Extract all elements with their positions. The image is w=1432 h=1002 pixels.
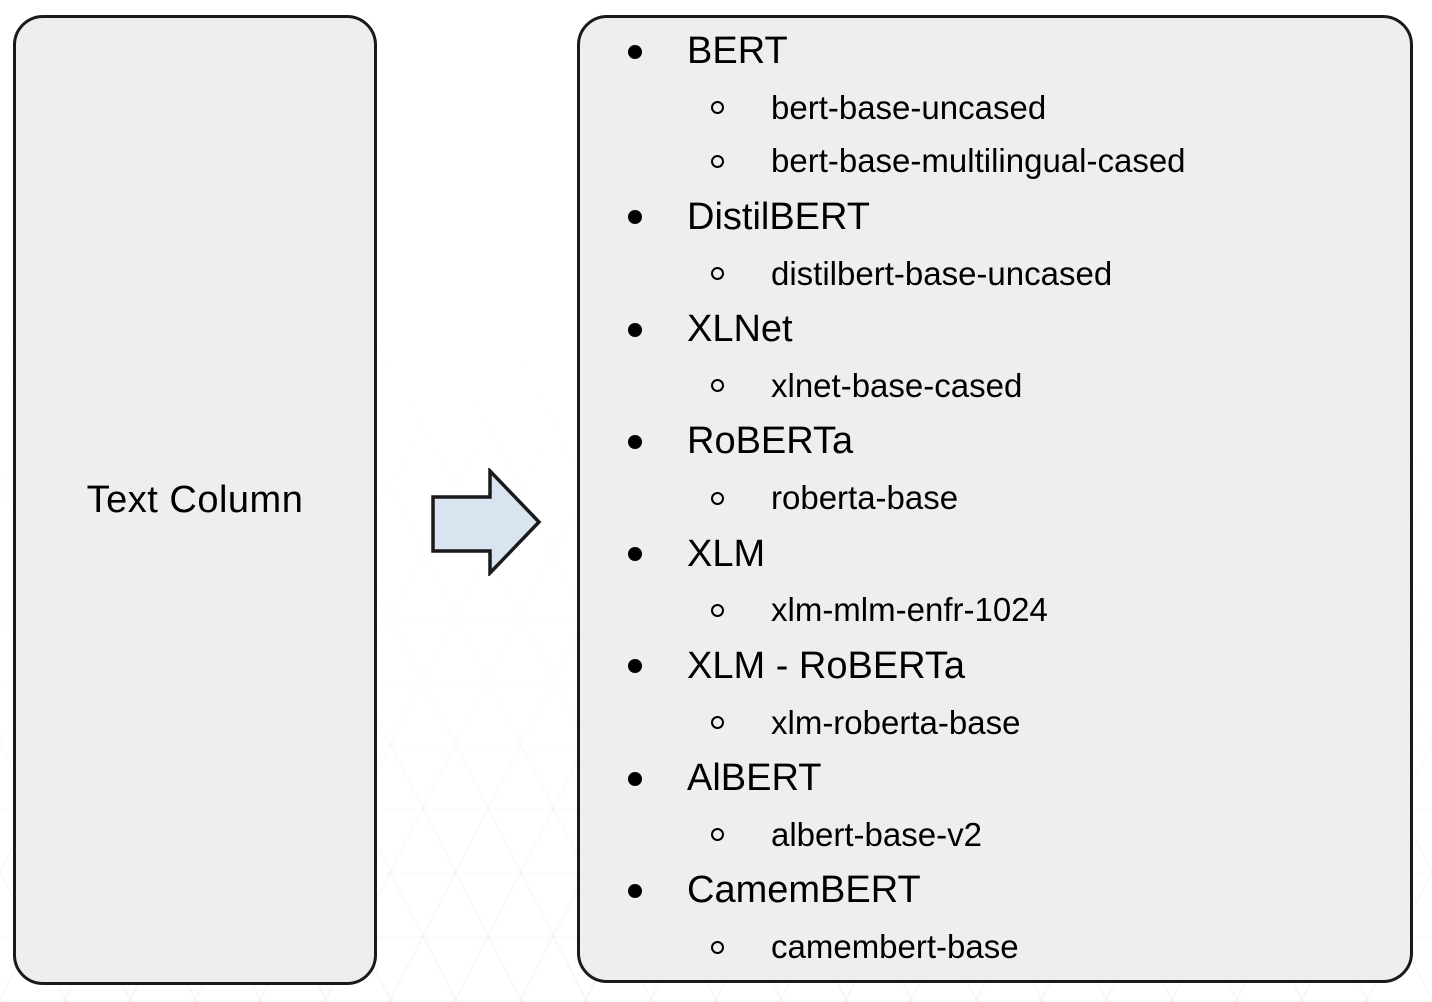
filled-bullet-icon (628, 44, 642, 59)
model-family-label: BERT (687, 30, 788, 72)
right-arrow-svg (431, 466, 542, 578)
model-family-row: CamemBERT (580, 869, 1394, 912)
filled-bullet-icon (628, 210, 642, 225)
hollow-bullet-icon (711, 491, 724, 505)
hollow-bullet-icon (711, 716, 724, 729)
text-column-box: Text Column (13, 15, 377, 985)
filled-bullet-icon (628, 547, 642, 562)
model-family-label: DistilBERT (687, 195, 870, 238)
model-variant-row: bert-base-uncased (580, 89, 1394, 127)
model-variant-row: roberta-base (580, 479, 1394, 517)
model-family-row: XLNet (580, 308, 1394, 351)
model-family-row: BERT (580, 30, 1394, 73)
hollow-bullet-icon (711, 603, 724, 617)
model-family-label: XLM - RoBERTa (687, 644, 966, 687)
model-variant-label: bert-base-multilingual-cased (771, 142, 1186, 180)
text-column-label: Text Column (86, 478, 304, 521)
model-variant-label: distilbert-base-uncased (771, 254, 1113, 292)
model-family-label: CamemBERT (687, 869, 921, 912)
model-variant-label: xlm-mlm-enfr-1024 (771, 591, 1048, 629)
filled-bullet-icon (628, 771, 642, 786)
model-variant-row: xlm-mlm-enfr-1024 (580, 591, 1394, 629)
filled-bullet-icon (628, 322, 642, 337)
model-family-row: AlBERT (580, 757, 1394, 800)
model-family-label: RoBERTa (687, 420, 854, 463)
hollow-bullet-icon (711, 828, 724, 842)
model-variant-row: xlm-roberta-base (580, 704, 1394, 742)
filled-bullet-icon (628, 883, 642, 898)
model-list-box: BERT bert-base-uncased bert-base-multiling… (577, 15, 1413, 983)
model-family-label: AlBERT (687, 757, 822, 800)
model-variant-row: bert-base-multilingual-cased (580, 142, 1394, 180)
model-family-row: XLM - RoBERTa (580, 645, 1394, 688)
model-family-label: XLNet (687, 308, 793, 351)
hollow-bullet-icon (711, 154, 724, 168)
model-variant-label: xlnet-base-cased (771, 366, 1023, 404)
model-variant-label: albert-base-v2 (771, 815, 982, 853)
model-variant-row: camembert-base (580, 928, 1394, 966)
model-family-row: XLM (580, 533, 1394, 576)
model-variant-row: albert-base-v2 (580, 816, 1394, 854)
model-variant-row: distilbert-base-uncased (580, 255, 1394, 293)
hollow-bullet-icon (711, 379, 724, 393)
hollow-bullet-icon (711, 267, 724, 280)
filled-bullet-icon (628, 659, 642, 674)
hollow-bullet-icon (711, 101, 724, 115)
model-variant-label: xlm-roberta-base (771, 703, 1021, 741)
model-family-label: XLM (687, 532, 766, 575)
model-list: BERT bert-base-uncased bert-base-multiling… (580, 18, 1410, 980)
model-variant-row: xlnet-base-cased (580, 367, 1394, 405)
hollow-bullet-icon (711, 940, 724, 954)
right-arrow-icon (431, 466, 543, 578)
model-variant-label: bert-base-uncased (771, 88, 1047, 126)
model-variant-label: camembert-base (771, 928, 1019, 965)
model-variant-label: roberta-base (771, 479, 959, 516)
filled-bullet-icon (628, 434, 642, 449)
model-family-row: RoBERTa (580, 420, 1394, 463)
model-family-row: DistilBERT (580, 196, 1394, 239)
